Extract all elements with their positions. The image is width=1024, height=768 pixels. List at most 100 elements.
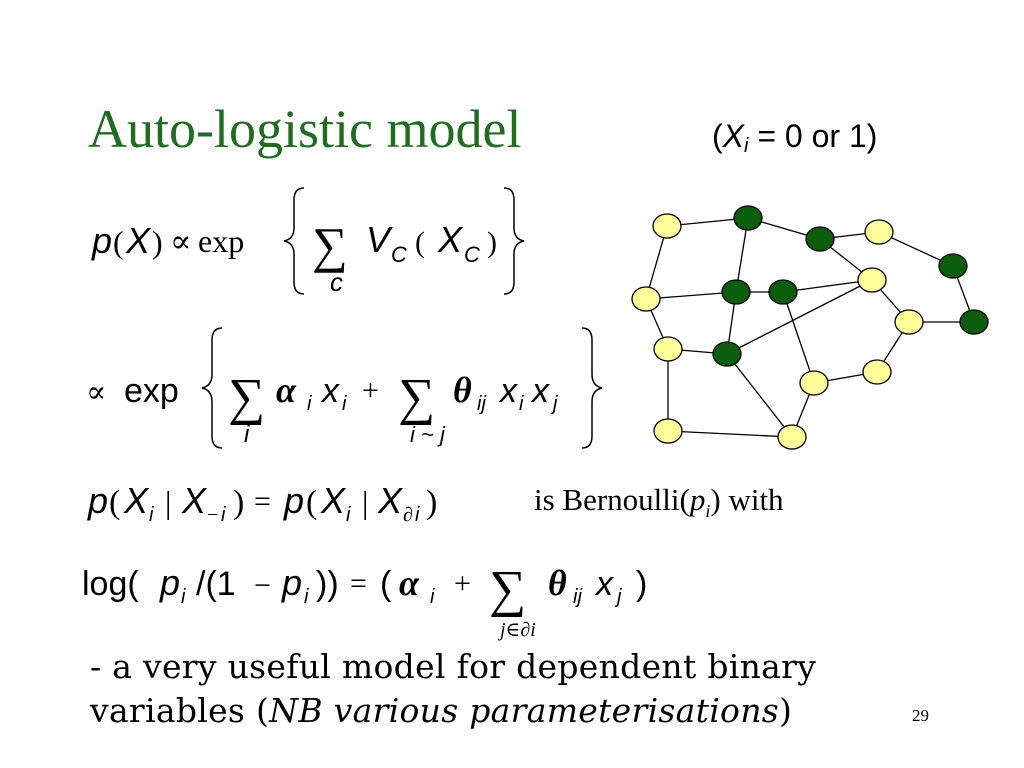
graph-node — [805, 226, 835, 252]
svg-text:p: p — [283, 480, 304, 521]
svg-text:): ) — [233, 484, 244, 521]
graph-node — [777, 424, 807, 450]
graph-node — [653, 336, 683, 362]
note-line-1: - a very useful model for dependent bina… — [90, 647, 817, 686]
svg-text:C: C — [391, 242, 407, 267]
svg-text:C: C — [464, 242, 480, 267]
bernoulli-sub: i — [705, 501, 711, 522]
svg-text:): ) — [636, 565, 647, 603]
svg-text:i: i — [430, 586, 435, 608]
graph-node — [653, 418, 683, 444]
svg-text:/(1: /(1 — [196, 565, 236, 603]
svg-text:): ) — [152, 224, 163, 260]
svg-text:(: ( — [109, 484, 120, 521]
svg-text:X: X — [320, 480, 347, 521]
note-line-2: variables (NB various parameterisations) — [90, 689, 816, 733]
svg-text:V: V — [366, 219, 393, 260]
svg-text:i: i — [304, 586, 309, 608]
svg-text:+: + — [362, 374, 379, 407]
svg-text:|: | — [165, 484, 171, 520]
svg-text:α: α — [276, 370, 297, 410]
graph-node — [864, 219, 894, 245]
bernoulli-close: ) with — [710, 482, 784, 517]
svg-text:): ) — [487, 226, 497, 259]
graph-edges — [645, 217, 975, 438]
svg-text:x: x — [320, 372, 340, 410]
svg-text:(: ( — [415, 226, 425, 259]
svg-text:∂: ∂ — [403, 504, 413, 526]
svg-text:i: i — [342, 393, 347, 415]
subtitle-open: ( — [712, 118, 723, 154]
svg-text:∝: ∝ — [170, 223, 192, 259]
graph-node — [712, 341, 742, 367]
svg-text:x: x — [530, 372, 550, 410]
svg-text:x: x — [498, 372, 518, 410]
equation-1: p ( X ) ∝ exp ∑ c V C ( X C ) — [91, 187, 525, 297]
svg-text:p: p — [281, 562, 302, 603]
svg-text:∑: ∑ — [398, 369, 435, 426]
svg-text:x: x — [594, 565, 614, 603]
subtitle-sub: i — [744, 135, 749, 157]
svg-text:exp: exp — [198, 223, 244, 259]
svg-text:∑: ∑ — [228, 369, 265, 426]
graph-node — [959, 309, 989, 335]
graph-node — [799, 370, 829, 396]
svg-text:i ~ j: i ~ j — [410, 422, 446, 447]
svg-text:X: X — [123, 480, 150, 521]
equation-3: p ( X i | X − i ) = p ( X i | X ∂ i ) — [87, 480, 437, 526]
subtitle-rest: = 0 or 1) — [748, 118, 878, 154]
svg-text:i: i — [221, 504, 226, 526]
svg-text:∑: ∑ — [489, 561, 526, 618]
svg-text:i: i — [149, 504, 154, 526]
graph-node — [631, 286, 661, 312]
svg-text:θ: θ — [453, 370, 472, 410]
svg-text:i: i — [307, 393, 312, 415]
svg-text:∑: ∑ — [312, 217, 348, 273]
svg-text:exp: exp — [124, 372, 179, 410]
graph-node — [938, 253, 968, 279]
bernoulli-label: is Bernoulli( — [534, 482, 690, 517]
svg-text:(: ( — [113, 224, 124, 260]
svg-text:X: X — [125, 220, 152, 261]
svg-text:X: X — [437, 219, 464, 260]
note-line-2-italic: NB various parameterisations — [269, 691, 780, 730]
svg-text:α: α — [399, 563, 420, 603]
graph-diagram — [631, 205, 989, 450]
svg-text:X: X — [181, 480, 208, 521]
svg-text:i: i — [346, 504, 351, 526]
graph-node — [768, 279, 798, 305]
svg-text:i: i — [415, 504, 420, 526]
svg-text:): ) — [426, 484, 437, 521]
svg-text:j: j — [614, 586, 622, 608]
svg-text:−: − — [207, 504, 218, 526]
svg-text:=: = — [350, 567, 367, 600]
svg-text:∝: ∝ — [86, 376, 106, 409]
svg-text:−: − — [254, 569, 271, 602]
svg-text:ij: ij — [477, 393, 486, 415]
svg-text:p: p — [91, 220, 112, 261]
svg-text:p: p — [159, 562, 180, 603]
graph-node — [733, 205, 763, 231]
bernoulli-p: p — [689, 482, 706, 517]
subtitle-var: X — [722, 118, 744, 154]
svg-text:(: ( — [306, 484, 317, 521]
note-text: - a very useful model for dependent bina… — [90, 645, 816, 733]
equation-4: log( p i /(1 − p i )) = ( α i + ∑ j∈∂i θ… — [82, 561, 647, 641]
svg-text:+: + — [454, 567, 471, 600]
graph-node — [652, 213, 682, 239]
svg-text:θ: θ — [548, 563, 567, 603]
graph-node — [721, 279, 751, 305]
svg-text:(: ( — [380, 565, 392, 603]
slide-title: Auto-logistic model — [88, 99, 522, 159]
svg-text:j: j — [550, 393, 558, 415]
equation-2: ∝ exp ∑ i α i x i + ∑ i ~ j θ ij x i x j — [86, 327, 603, 449]
graph-node — [894, 309, 924, 335]
graph-node — [862, 359, 892, 385]
bernoulli-text: is Bernoulli(pi) with — [534, 482, 784, 522]
svg-text:|: | — [362, 484, 368, 520]
svg-text:ij: ij — [573, 586, 582, 608]
graph-nodes — [631, 205, 989, 450]
note-line-2-post: ) — [779, 691, 793, 730]
svg-text:)): )) — [316, 565, 339, 603]
